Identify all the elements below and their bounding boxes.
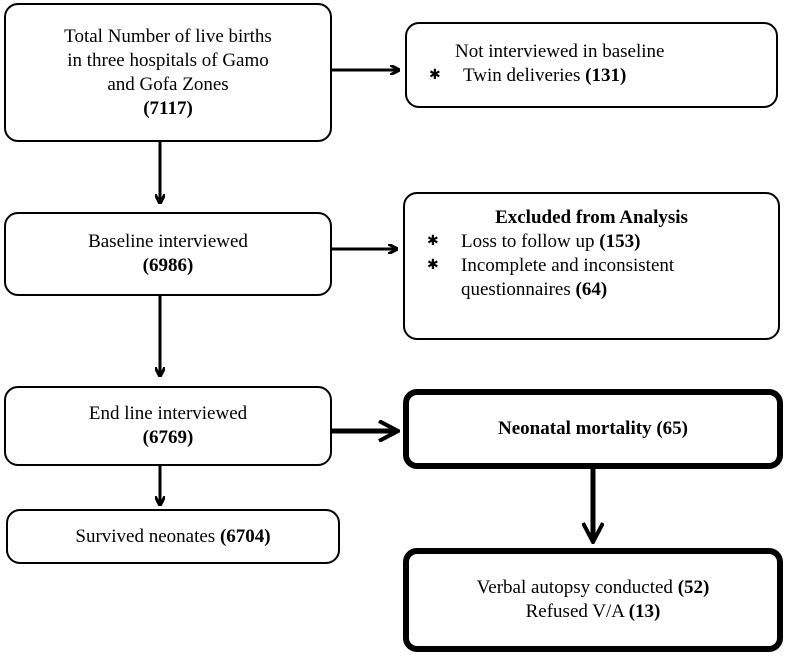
incomplete-item: ✱ Incomplete and inconsistent questionna… [427,254,778,302]
incomplete-count: (64) [575,279,608,300]
twin-deliveries-count: (131) [585,65,627,86]
incomplete-label-line-2: questionnaires [461,279,571,300]
bullet-icon: ✱ [429,68,441,83]
neonatal-mortality-box: Neonatal mortality (65) [403,389,783,469]
verbal-autopsy-count: (52) [677,577,710,598]
refused-count: (13) [628,601,661,622]
total-count: (7117) [143,97,193,119]
twin-deliveries-item: ✱ Twin deliveries (131) [429,64,776,88]
incomplete-label-line-1: Incomplete and inconsistent [461,255,675,276]
total-line-2: in three hospitals of Gamo [67,49,269,71]
total-live-births-box: Total Number of live births in three hos… [4,3,332,142]
loss-followup-item: ✱ Loss to follow up (153) [427,230,778,254]
verbal-autopsy-box: Verbal autopsy conducted (52) Refused V/… [403,548,783,652]
verbal-autopsy-label: Verbal autopsy conducted [476,577,673,598]
neonatal-count: (65) [656,418,688,439]
total-line-3: and Gofa Zones [107,73,229,95]
excluded-box: Excluded from Analysis ✱ Loss to follow … [403,192,780,340]
neonatal-label: Neonatal mortality [498,418,652,439]
total-line-1: Total Number of live births [64,25,272,47]
excluded-title: Excluded from Analysis [495,207,688,228]
baseline-label: Baseline interviewed [88,231,248,252]
endline-label: End line interviewed [88,403,248,424]
endline-count: (6769) [142,427,194,448]
loss-followup-label: Loss to follow up [461,231,595,252]
bullet-icon: ✱ [427,258,439,273]
survived-count: (6704) [219,525,271,547]
not-interviewed-box: Not interviewed in baseline ✱ Twin deliv… [405,22,778,108]
loss-followup-count: (153) [599,231,641,252]
twin-deliveries-label: Twin deliveries [463,65,581,86]
baseline-count: (6986) [142,255,194,276]
survived-label: Survived neonates [75,525,216,547]
endline-box: End line interviewed (6769) [4,386,332,466]
bullet-icon: ✱ [427,234,439,249]
refused-label: Refused V/A [525,601,624,622]
not-interviewed-title: Not interviewed in baseline [455,41,665,62]
survived-box: Survived neonates (6704) [6,509,340,564]
baseline-box: Baseline interviewed (6986) [4,212,332,296]
